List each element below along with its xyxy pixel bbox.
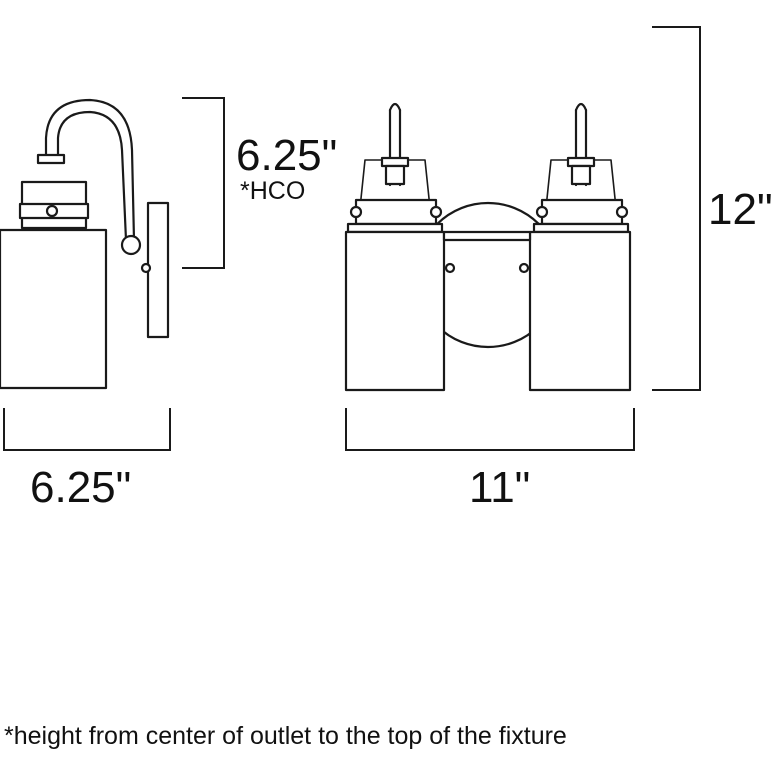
side-view-fixture [0,98,170,390]
front-width-label: 11" [469,463,530,512]
hco-height-bracket [182,97,225,269]
hco-note-label: *HCO [240,177,305,205]
side-height-label: 6.25" [236,131,337,180]
front-width-bracket [345,408,635,451]
front-view-fixture [344,102,632,392]
front-height-bracket [652,26,701,391]
front-height-label: 12" [708,185,773,234]
side-width-label: 6.25" [30,463,131,512]
footnote: *height from center of outlet to the top… [4,722,567,750]
side-width-bracket [3,408,171,451]
